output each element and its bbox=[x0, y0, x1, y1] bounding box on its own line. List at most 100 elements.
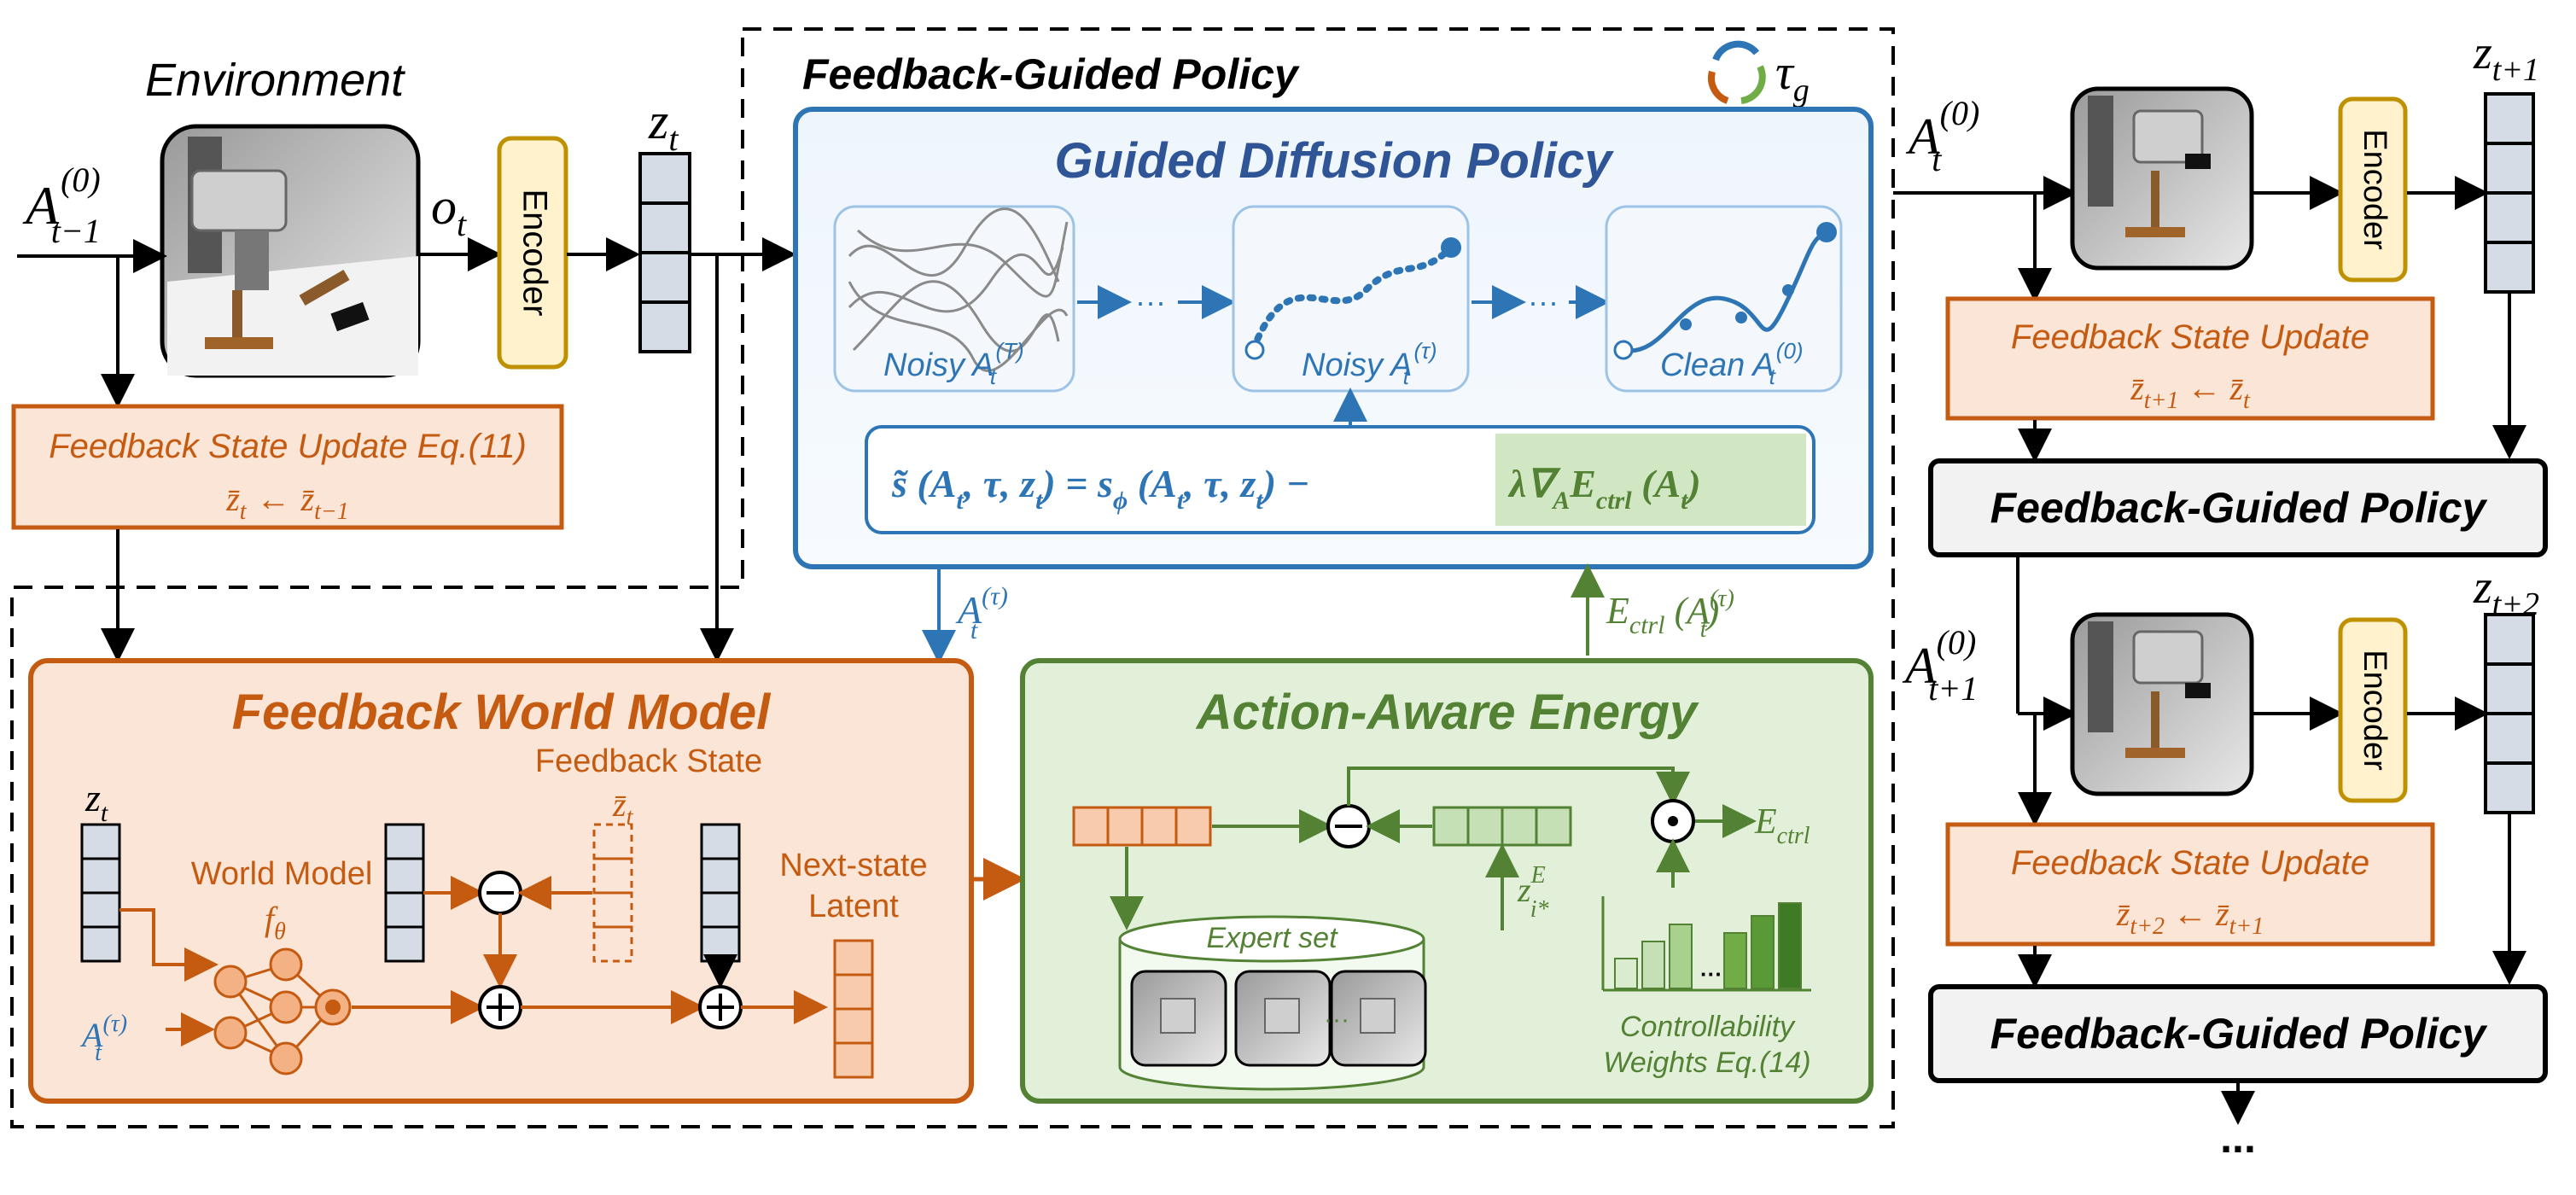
policy-region-outline bbox=[10, 27, 1895, 1128]
neural-network-icon bbox=[213, 947, 352, 1076]
noisy-T-label: Noisy A bbox=[883, 347, 994, 383]
fwm-zbar-label: z̄ bbox=[612, 785, 627, 824]
refresh-icon bbox=[1708, 40, 1766, 104]
weight-bar bbox=[1778, 902, 1802, 989]
svg-text:zEi*: zEi* bbox=[1517, 862, 1548, 923]
svg-text:Noisy A(τ)t: Noisy A(τ)t bbox=[1302, 338, 1437, 389]
svg-text:Clean A(0)t: Clean A(0)t bbox=[1660, 338, 1804, 389]
fwm-a-label: A bbox=[79, 1016, 103, 1054]
svg-text:A(τ)t: A(τ)t bbox=[79, 1011, 127, 1066]
svg-text:τg: τg bbox=[1775, 44, 1810, 108]
encoder-block bbox=[497, 136, 568, 370]
svg-text:z̄t+1←z̄t: z̄t+1←z̄t bbox=[2130, 369, 2251, 414]
weight-bar bbox=[1669, 924, 1693, 989]
rollout-policy-2 bbox=[1928, 984, 2548, 1083]
rollout-env-image-1 bbox=[2070, 86, 2254, 271]
observation-label: o bbox=[431, 178, 457, 235]
rollout-fsu-2 bbox=[1945, 822, 2435, 947]
expert-latent-vector bbox=[1432, 806, 1572, 847]
gdp-title: Guided Diffusion Policy bbox=[1054, 133, 1614, 189]
rollout-latent-1 bbox=[2484, 92, 2535, 294]
svg-text:s̃ (At, τ, zt) = sϕ (At, τ, zt: s̃ (At, τ, zt) = sϕ (At, τ, zt) − bbox=[891, 462, 1309, 515]
svg-text:A(0)t−1: A(0)t−1 bbox=[22, 160, 101, 250]
rollout-z1-label: z bbox=[2473, 26, 2492, 79]
rollout-latent-2 bbox=[2484, 613, 2535, 814]
weight-bar bbox=[1751, 915, 1775, 989]
noisy-action-panel-T bbox=[833, 205, 1075, 393]
expert-set-database bbox=[1118, 915, 1427, 1091]
fwm-z-label: z bbox=[85, 776, 101, 819]
predicted-latent-vector bbox=[384, 823, 425, 963]
a-tau-label: A bbox=[955, 588, 982, 632]
expert-set-dots: ··· bbox=[1324, 1006, 1349, 1034]
aae-title: Action-Aware Energy bbox=[1195, 685, 1699, 740]
energy-feedback-label: E bbox=[1606, 590, 1629, 632]
equation-guidance: λ∇ bbox=[1507, 462, 1561, 505]
gdp-dots-1: ··· bbox=[1135, 284, 1166, 319]
svg-text:z̄t←z̄t−1: z̄t←z̄t−1 bbox=[225, 480, 349, 525]
svg-text:zt+1: zt+1 bbox=[2473, 26, 2539, 88]
rollout-encoder-2 bbox=[2338, 617, 2408, 803]
latent-label: z bbox=[648, 93, 668, 149]
svg-text:zt: zt bbox=[85, 776, 108, 827]
rollout-policy-1 bbox=[1928, 458, 2548, 557]
feedback-state-vector bbox=[592, 823, 633, 963]
svg-text:Ectrl: Ectrl bbox=[1754, 802, 1810, 849]
rollout-policy-1-label: Feedback-Guided Policy bbox=[1990, 484, 2488, 532]
input-latent-copy bbox=[700, 823, 741, 963]
svg-text:A(0)t+1: A(0)t+1 bbox=[1902, 623, 1978, 708]
weight-bar bbox=[1614, 958, 1638, 989]
expert-set-label: Expert set bbox=[1206, 922, 1338, 954]
noisy-tau-label: Noisy A bbox=[1302, 347, 1413, 383]
encoder-label: Encoder bbox=[516, 189, 553, 317]
latent-vector bbox=[638, 152, 691, 353]
policy-region-title: Feedback-Guided Policy bbox=[802, 50, 1300, 98]
svg-text:λ∇AEctrl (At): λ∇AEctrl (At) bbox=[1507, 462, 1701, 515]
weight-bar bbox=[1641, 941, 1665, 989]
energy-output-label: E bbox=[1754, 802, 1777, 842]
input-action-label: A bbox=[22, 175, 60, 236]
rollout-fsu-1 bbox=[1945, 296, 2435, 421]
feedback-state-label: Feedback State bbox=[535, 743, 762, 779]
weight-bar-dots: ··· bbox=[1700, 961, 1722, 987]
feedback-state-update-block bbox=[11, 404, 564, 530]
environment-image bbox=[160, 124, 421, 378]
rollout-env-image-2 bbox=[2070, 612, 2254, 796]
clean-action-panel bbox=[1605, 205, 1843, 393]
clean-label: Clean A bbox=[1660, 347, 1775, 383]
svg-text:z̄t+2←z̄t+1: z̄t+2←z̄t+1 bbox=[2116, 895, 2264, 940]
controllability-weights-chart: ··· bbox=[1601, 896, 1811, 992]
latent-word-label: Latent bbox=[808, 889, 899, 924]
energy-guidance-highlight bbox=[1495, 434, 1806, 526]
rollout-fsu-2-title: Feedback State Update bbox=[2011, 844, 2369, 882]
world-model-label: World Model bbox=[191, 856, 373, 892]
svg-text:zt: zt bbox=[648, 93, 679, 158]
next-state-vector bbox=[833, 939, 874, 1079]
rollout-policy-2-label: Feedback-Guided Policy bbox=[1990, 1010, 2488, 1058]
feedback-state-update-title: Feedback State Update Eq.(11) bbox=[49, 428, 527, 465]
svg-text:z̄t: z̄t bbox=[612, 785, 634, 831]
svg-text:A(τ)t: A(τ)t bbox=[955, 582, 1008, 644]
fwm-latent-vector bbox=[80, 823, 121, 963]
tau-label: τ bbox=[1775, 44, 1795, 100]
svg-text:Noisy A(T)t: Noisy A(T)t bbox=[883, 338, 1024, 389]
weight-bar bbox=[1723, 932, 1747, 989]
svg-text:Ectrl (A(τ)t): Ectrl (A(τ)t) bbox=[1606, 586, 1734, 643]
expert-z-label: z bbox=[1517, 871, 1531, 909]
weights-label-line1: Controllability bbox=[1620, 1011, 1796, 1043]
environment-title: Environment bbox=[145, 55, 405, 106]
svg-text:ot: ot bbox=[431, 178, 467, 243]
gdp-dots-2: ··· bbox=[1528, 284, 1559, 319]
rollout-a0-label: A bbox=[1905, 108, 1940, 165]
rollout-encoder-1 bbox=[2338, 96, 2408, 283]
rollout-encoder-2-label: Encoder bbox=[2357, 650, 2392, 771]
next-state-label: Next-state bbox=[779, 848, 927, 883]
fwm-title: Feedback World Model bbox=[232, 685, 772, 740]
equation-lhs: s̃ (A bbox=[891, 462, 956, 505]
rollout-encoder-1-label: Encoder bbox=[2357, 129, 2392, 250]
aae-next-state-vector bbox=[1072, 806, 1212, 847]
weights-label-line2: Weights Eq.(14) bbox=[1603, 1046, 1810, 1079]
rollout-fsu-1-title: Feedback State Update bbox=[2011, 318, 2369, 356]
rollout-a1-label: A bbox=[1902, 638, 1937, 694]
